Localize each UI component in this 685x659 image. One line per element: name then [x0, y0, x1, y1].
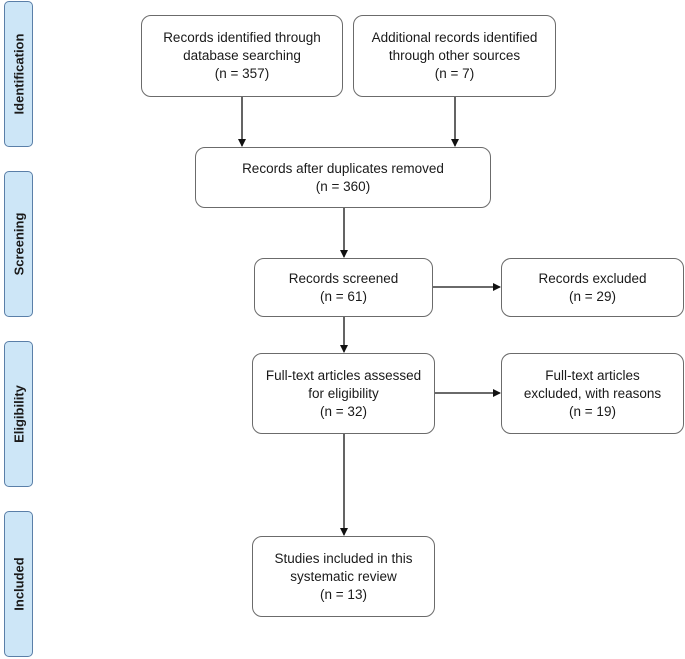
box-included-line2: systematic review: [290, 568, 397, 584]
box-database-line1: Records identified through: [163, 30, 321, 45]
box-database-count: (n = 357): [214, 66, 270, 81]
box-fulltext-excluded-count: (n = 19): [569, 403, 616, 419]
stage-identification: Identification: [4, 1, 33, 147]
box-records-excluded: Records excluded (n = 29): [501, 258, 684, 317]
box-fulltext-excluded-line1: Full-text articles: [545, 367, 640, 383]
box-duplicates-line1: Records after duplicates removed: [242, 160, 444, 176]
box-database-line2: database searching: [183, 48, 301, 63]
box-fulltext-excluded-line2: excluded, with reasons: [523, 385, 662, 401]
box-excluded-line1: Records excluded: [538, 270, 647, 286]
stage-screening: Screening: [4, 171, 33, 317]
box-other-line2: through other sources: [388, 48, 521, 63]
stage-included: Included: [4, 511, 33, 657]
box-records-screened: Records screened (n = 61): [254, 258, 433, 317]
box-duplicates-removed: Records after duplicates removed (n = 36…: [195, 147, 491, 208]
box-other-count: (n = 7): [434, 66, 475, 81]
box-duplicates-count: (n = 360): [315, 178, 371, 194]
box-excluded-count: (n = 29): [569, 288, 616, 304]
box-database-records: Records identified through database sear…: [141, 15, 343, 97]
box-fulltext-assessed: Full-text articles assessed for eligibil…: [252, 353, 435, 434]
box-screened-count: (n = 61): [320, 288, 367, 304]
box-studies-included: Studies included in this systematic revi…: [252, 536, 435, 617]
box-fulltext-count: (n = 32): [320, 403, 367, 419]
box-fulltext-line2: for eligibility: [308, 385, 379, 401]
box-fulltext-excluded: Full-text articles excluded, with reason…: [501, 353, 684, 434]
box-included-line1: Studies included in this: [274, 550, 413, 566]
box-other-sources: Additional records identified through ot…: [353, 15, 556, 97]
box-fulltext-line1: Full-text articles assessed: [265, 367, 422, 383]
box-screened-line1: Records screened: [288, 270, 399, 286]
box-included-count: (n = 13): [320, 586, 367, 602]
box-other-line1: Additional records identified: [371, 30, 538, 45]
stage-eligibility: Eligibility: [4, 341, 33, 487]
